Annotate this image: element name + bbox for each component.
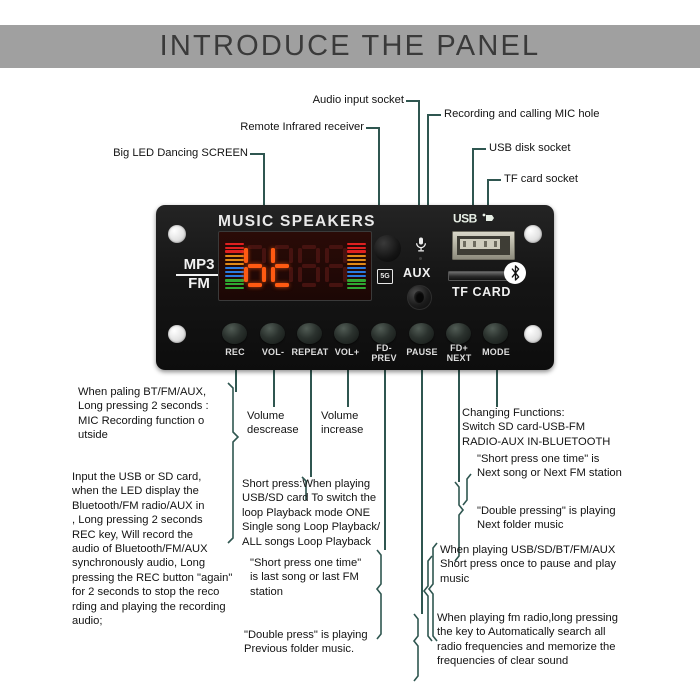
callout-tf-card-socket: TF card socket <box>504 173 578 185</box>
callout-recording-mic-hole: Recording and calling MIC hole <box>444 108 600 120</box>
description-prev-short-press: "Short press one time" is last song or l… <box>250 557 362 598</box>
button-row: REC VOL- REPEAT VOL+ FD-PREV PAUSE FD+NE… <box>156 323 554 369</box>
description-next-double-press: "Double pressing" is playing Next folder… <box>477 505 616 532</box>
button-label-fd-next: FD+NEXT <box>446 343 472 363</box>
fm-label: FM <box>188 275 210 292</box>
leader-line-repeat <box>310 352 312 477</box>
mounting-hole-top-left <box>168 225 186 243</box>
led-display <box>218 231 372 301</box>
ir-marking-icon: 5G <box>377 269 393 284</box>
button-rec[interactable] <box>222 323 247 344</box>
description-mode-changing-functions: Changing Functions: Switch SD card-USB-F… <box>462 407 611 448</box>
leader-stub-audio-input <box>406 100 420 102</box>
button-label-repeat: REPEAT <box>291 347 329 357</box>
leader-line-mode <box>496 352 498 407</box>
description-volume-decrease: Volume descrease <box>247 410 299 437</box>
bargraph-group-green <box>225 279 244 289</box>
leader-line-rec <box>235 352 237 392</box>
button-label-pause: PAUSE <box>406 347 438 357</box>
callout-big-led-screen: Big LED Dancing SCREEN <box>113 147 248 159</box>
button-vol-down[interactable] <box>260 323 285 344</box>
button-fd-next[interactable] <box>446 323 471 344</box>
microphone-icon <box>415 237 427 252</box>
leader-line-led-screen <box>263 153 265 250</box>
button-label-rec: REC <box>225 347 245 357</box>
leader-line-audio-input <box>418 100 420 250</box>
description-repeat-short-press: Short press:When playing USB/SD card To … <box>242 478 381 548</box>
button-mode[interactable] <box>483 323 508 344</box>
button-pause[interactable] <box>409 323 434 344</box>
led-digit-2 <box>271 245 293 287</box>
mounting-hole-bottom-right <box>524 325 542 343</box>
aux-label: AUX <box>403 266 431 280</box>
callout-usb-disk-socket: USB disk socket <box>489 142 571 154</box>
button-label-vol-down: VOL- <box>261 347 285 357</box>
bargraph-group-orange <box>347 255 366 265</box>
bargraph-group-orange <box>225 255 244 265</box>
button-label-fd-prev: FD-PREV <box>371 343 397 363</box>
leader-line-pause <box>421 352 423 614</box>
led-digit-4 <box>325 245 347 287</box>
board-brand-text: MUSIC SPEAKERS <box>218 213 376 230</box>
description-rec-long-press: When paling BT/FM/AUX, Long pressing 2 s… <box>78 386 209 442</box>
led-digit-1 <box>244 245 266 287</box>
leader-line-vol-down <box>273 352 275 407</box>
button-fd-prev[interactable] <box>371 323 396 344</box>
callout-audio-input-socket: Audio input socket <box>312 94 404 106</box>
button-label-mode: MODE <box>482 347 510 357</box>
leader-stub-usb-socket <box>472 148 486 150</box>
button-repeat[interactable] <box>297 323 322 344</box>
description-volume-increase: Volume increase <box>321 410 364 437</box>
led-bargraph-right <box>347 243 366 289</box>
leader-stub-mic-hole <box>427 114 441 116</box>
mic-hole <box>419 257 423 261</box>
tf-card-label: TF CARD <box>452 285 512 299</box>
infrared-receiver-lens <box>374 235 401 262</box>
bargraph-group-green <box>347 279 366 289</box>
mp3-label: MP3 <box>176 257 222 276</box>
bluetooth-icon <box>504 262 526 284</box>
description-next-short-press: "Short press one time" is Next song or N… <box>477 453 622 480</box>
bargraph-group-blue <box>225 267 244 277</box>
description-prev-double-press: "Double press" is playing Previous folde… <box>244 629 368 656</box>
leader-line-mic-hole <box>427 114 429 249</box>
page-banner: INTRODUCE THE PANEL <box>0 25 700 68</box>
description-pause-long-press: When playing fm radio,long pressing the … <box>437 612 618 668</box>
led-digit-3 <box>298 245 320 287</box>
usb-disk-socket[interactable] <box>452 231 515 260</box>
bargraph-group-red <box>347 243 366 253</box>
callout-remote-ir-receiver: Remote Infrared receiver <box>240 121 364 133</box>
button-vol-up[interactable] <box>334 323 359 344</box>
leader-stub-led-screen <box>250 153 264 155</box>
mounting-hole-top-right <box>524 225 542 243</box>
leader-stub-ir-receiver <box>366 127 380 129</box>
svg-text:USB: USB <box>453 212 478 226</box>
leader-line-usb-socket <box>472 148 474 248</box>
leader-line-ir-receiver <box>378 127 380 245</box>
description-pause-short-press: When playing USB/SD/BT/FM/AUX Short pres… <box>440 544 617 585</box>
page-title: INTRODUCE THE PANEL <box>159 30 541 62</box>
led-digits <box>244 245 347 287</box>
usb-logo: USB <box>453 211 497 226</box>
button-label-vol-up: VOL+ <box>334 347 360 357</box>
mp3-decoder-board: MUSIC SPEAKERS MP3 FM <box>156 205 554 370</box>
mp3-fm-marking: MP3 FM <box>176 257 222 292</box>
leader-line-vol-up <box>347 352 349 407</box>
bargraph-group-blue <box>347 267 366 277</box>
description-rec-detail: Input the USB or SD card, when the LED d… <box>72 471 233 628</box>
mounting-hole-bottom-left <box>168 325 186 343</box>
leader-stub-tf-socket <box>487 179 501 181</box>
aux-audio-input-socket[interactable] <box>407 285 432 310</box>
led-bargraph-left <box>225 243 244 289</box>
bargraph-group-red <box>225 243 244 253</box>
leader-line-prev <box>384 352 386 550</box>
leader-line-next <box>458 352 460 482</box>
